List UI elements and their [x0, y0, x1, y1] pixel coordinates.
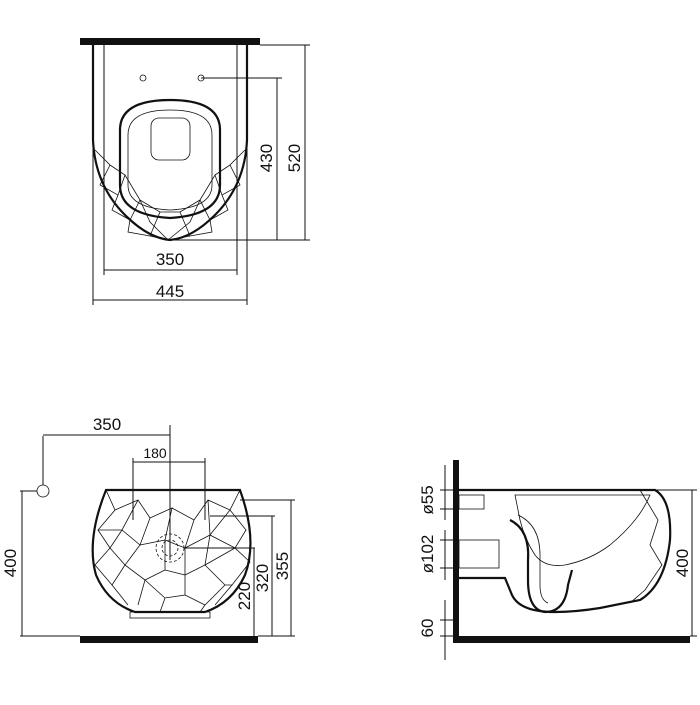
top-view-dim-350: 350	[156, 250, 184, 269]
front-view-dim-320: 320	[253, 564, 272, 592]
front-view-dim-350: 350	[93, 415, 121, 434]
top-view: 350 445 430 520	[80, 38, 310, 305]
side-view-bowl-outer	[459, 488, 672, 614]
top-view-mount-hole-left	[139, 74, 147, 82]
front-view-floor-bar	[80, 636, 258, 643]
top-view-facets	[94, 149, 246, 241]
side-view-trap	[509, 519, 574, 614]
top-view-bowl-outline	[91, 45, 249, 242]
top-view-wall-bar	[80, 38, 260, 45]
side-view-dim-d102: ø102	[418, 535, 437, 574]
side-view: ø55 ø102 60 400	[418, 460, 697, 660]
side-view-bowl-inner	[514, 494, 651, 566]
side-view-dim-d55: ø55	[418, 485, 437, 514]
front-view-dim-220: 220	[235, 582, 254, 610]
top-view-seat-outer	[118, 98, 222, 220]
front-view-dim-355: 355	[273, 552, 292, 580]
top-view-lid-opening	[150, 117, 191, 161]
side-view-wall	[453, 460, 459, 642]
front-view-dim-400: 400	[1, 549, 20, 577]
side-view-floor	[453, 636, 690, 643]
side-view-dim-400: 400	[673, 549, 692, 577]
top-view-dim-520: 520	[285, 144, 304, 172]
front-view-base	[129, 611, 211, 619]
side-view-facet-edge	[629, 489, 663, 604]
side-view-dim-60: 60	[418, 619, 437, 638]
top-view-seat-inner	[127, 109, 213, 211]
top-view-dim-445: 445	[156, 282, 184, 301]
front-view-dim-180: 180	[143, 445, 167, 461]
front-view: 350 180 400 220 320 355	[1, 415, 295, 643]
top-view-dim-430: 430	[257, 144, 276, 172]
side-view-flush-inlet	[458, 494, 485, 510]
front-view-facets	[94, 489, 251, 613]
side-view-trap-inner	[517, 514, 549, 604]
front-view-hole-left	[36, 484, 50, 498]
side-view-waste-outlet	[458, 539, 500, 569]
